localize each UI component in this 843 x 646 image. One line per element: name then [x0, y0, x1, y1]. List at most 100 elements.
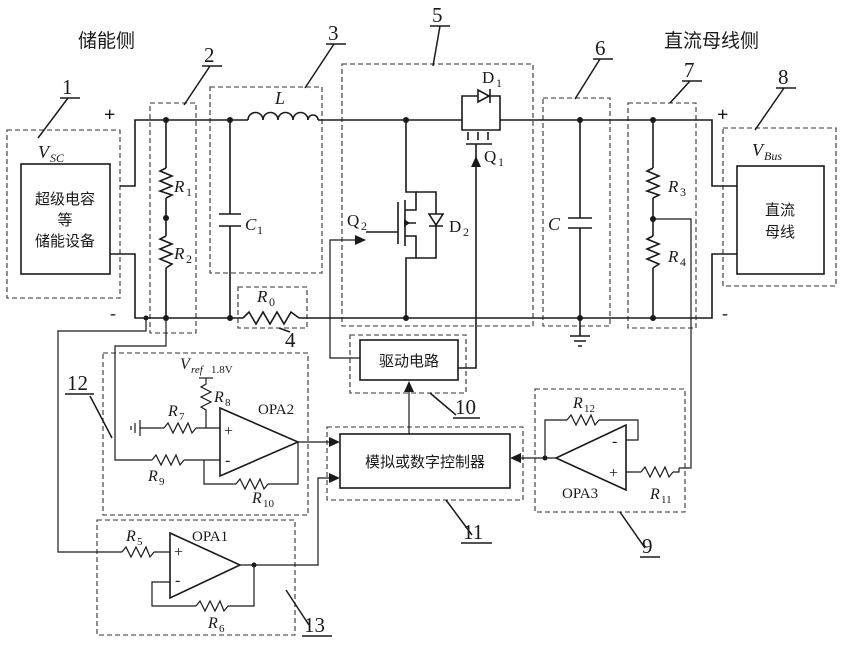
- left-plus-sign: +: [104, 104, 115, 126]
- opa2-plus-wire: [152, 412, 220, 428]
- bus-side-heading: 直流母线侧: [664, 30, 759, 52]
- callout-6: 6: [595, 36, 606, 60]
- r8-label: R: [213, 389, 224, 406]
- callout-11: 11: [463, 520, 483, 544]
- callout-12: 12: [67, 371, 88, 395]
- module-7-frame: [628, 103, 696, 328]
- dc-bus-block: [737, 166, 824, 274]
- q2-drain-wire: [406, 120, 416, 198]
- junction-dot: [650, 216, 656, 222]
- r3-subscript: 3: [680, 185, 686, 199]
- opa3-output-arrow: [510, 453, 521, 463]
- sc-label-line1: 超级电容: [35, 190, 95, 208]
- r12-resistor: [567, 415, 599, 425]
- driver-input-arrow: [404, 381, 414, 392]
- r4-label: R: [667, 247, 679, 266]
- ground-symbol: [570, 336, 590, 346]
- r8-resistor: [201, 378, 211, 412]
- d1-diode: [478, 90, 489, 102]
- c1-plates: [219, 214, 241, 226]
- top-rail-bus: [500, 120, 737, 186]
- d2-subscript: 2: [463, 225, 469, 239]
- controller-label: 模拟或数字控制器: [365, 453, 485, 471]
- junction-dot: [252, 563, 257, 568]
- q2-arrow: [404, 219, 410, 227]
- q1-subscript: 1: [498, 155, 504, 169]
- c1-subscript: 1: [257, 223, 263, 237]
- d2-bar: [429, 225, 443, 236]
- r11-resistor: [641, 467, 673, 477]
- c1-label: C: [245, 215, 257, 234]
- d1-subscript: 1: [496, 76, 502, 90]
- opa2-label: OPA2: [258, 402, 294, 418]
- r0-label: R: [256, 287, 268, 306]
- vref-subscript: ref: [191, 364, 205, 376]
- opa1-label: OPA1: [192, 529, 228, 545]
- callout-3-leader: [305, 44, 346, 88]
- opa2-minus: -: [225, 452, 230, 469]
- r4-subscript: 4: [680, 255, 686, 269]
- r1-subscript: 1: [186, 185, 192, 199]
- callout-5: 5: [432, 3, 443, 27]
- vref-value: 1.8V: [211, 364, 233, 376]
- junction-dot: [227, 315, 233, 321]
- r3-resistor: [647, 168, 659, 198]
- r12-subscript: 12: [584, 403, 595, 415]
- r3-label: R: [667, 177, 679, 196]
- callout-1: 1: [62, 75, 73, 99]
- module-2-frame: [150, 103, 196, 333]
- module-6-frame: [543, 98, 610, 326]
- opa1-minus: -: [175, 572, 180, 589]
- vbus-subscript: Bus: [764, 149, 782, 163]
- q2-subscript: 2: [361, 219, 367, 233]
- inductor-l: [248, 113, 318, 121]
- junction-dot: [163, 117, 169, 123]
- vsc-subscript: SC: [50, 151, 65, 165]
- r8-subscript: 8: [225, 397, 231, 409]
- right-minus-sign: -: [722, 303, 728, 323]
- junction-dot: [577, 315, 583, 321]
- opa2-plus: +: [224, 423, 233, 440]
- r1-resistor: [160, 168, 172, 198]
- callout-4: 4: [285, 328, 296, 352]
- r9-path: [115, 318, 204, 460]
- callout-12-leader: [65, 394, 112, 438]
- r9-label: R: [147, 468, 158, 485]
- gnd-r7-symbol: [131, 420, 152, 436]
- opa3-label: OPA3: [562, 486, 598, 502]
- d2-top-wire: [416, 192, 436, 214]
- callout-6-leader: [575, 59, 613, 99]
- callout-13: 13: [304, 613, 325, 637]
- d2-label: D: [449, 217, 461, 236]
- r6-label: R: [207, 615, 218, 632]
- opa3-minus: -: [612, 433, 617, 450]
- r0-subscript: 0: [269, 295, 275, 309]
- q2-source-wire: [406, 248, 416, 318]
- r5-label: R: [125, 528, 136, 545]
- junction-dot: [163, 215, 169, 221]
- bus-label-line1: 直流: [765, 201, 795, 219]
- d2-bottom-wire: [416, 236, 436, 258]
- r4-resistor: [647, 236, 659, 268]
- r1-label: R: [173, 177, 185, 196]
- opa2-output-arrow: [329, 437, 340, 447]
- opa1-output-arrow: [329, 473, 340, 483]
- junction-dot: [403, 117, 409, 123]
- callout-9-leader: [620, 512, 660, 557]
- module-5-frame: [342, 64, 533, 326]
- sc-label-line3: 储能设备: [35, 232, 95, 250]
- r10-label: R: [251, 490, 262, 507]
- r9-subscript: 9: [159, 476, 165, 488]
- callout-2: 2: [204, 43, 215, 67]
- callout-7: 7: [684, 58, 695, 82]
- opa3-plus: +: [609, 465, 618, 482]
- callout-10: 10: [455, 395, 476, 419]
- r7-subscript: 7: [179, 411, 185, 423]
- q1-label: Q: [484, 147, 496, 166]
- driver-label: 驱动电路: [379, 352, 439, 370]
- r11-subscript: 11: [661, 494, 672, 506]
- callout-5-leader: [430, 26, 450, 66]
- callout-1-leader: [38, 98, 80, 138]
- junction-dot: [577, 117, 583, 123]
